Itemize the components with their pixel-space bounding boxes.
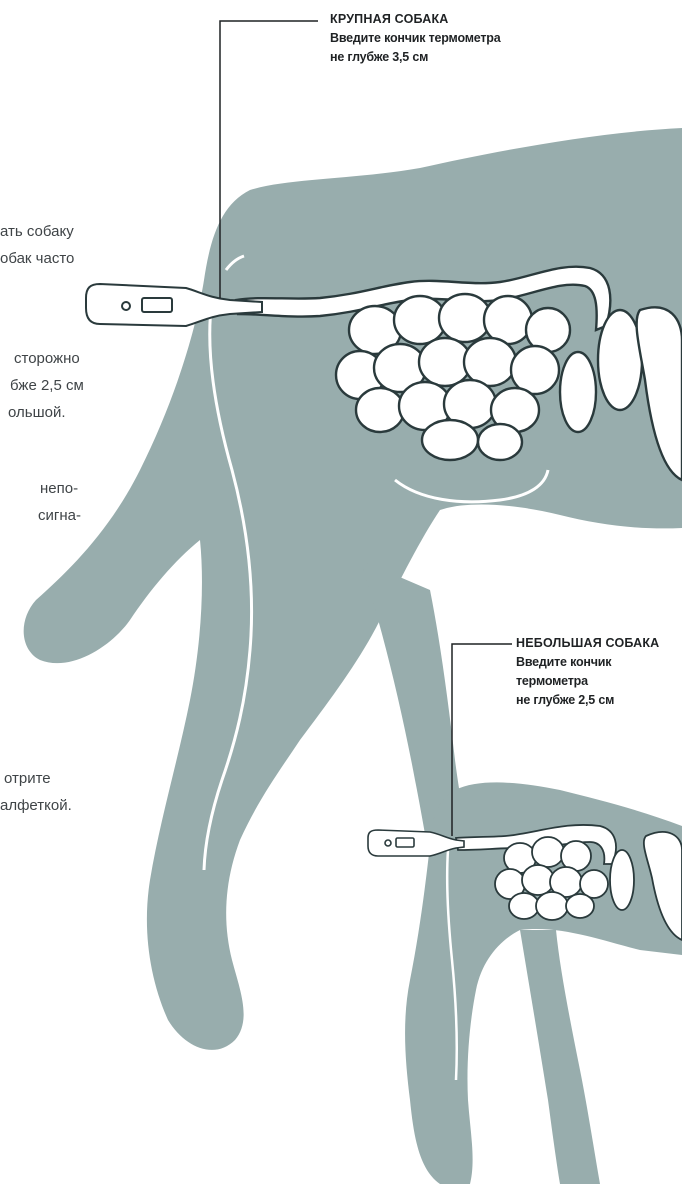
small-dog-callout-line3: не глубже 2,5 см	[516, 691, 659, 710]
small-dog-callout-title: НЕБОЛЬШАЯ СОБАКА	[516, 634, 659, 653]
body-text-block-4: отрите алфеткой.	[0, 765, 72, 819]
body-text-block-1: ать собаку обак часто	[0, 218, 74, 272]
large-dog-callout-line2: не глубже 3,5 см	[330, 48, 500, 67]
body-text-block-2: сторожно бже 2,5 см ольшой.	[0, 345, 84, 426]
body-text-block-3: непо- сигна-	[0, 475, 81, 529]
body-text-line: обак часто	[0, 245, 74, 272]
body-text-line: ать собаку	[0, 218, 74, 245]
small-dog-callout-line1: Введите кончик	[516, 653, 659, 672]
body-text-line: алфеткой.	[0, 792, 72, 819]
small-dog-callout: НЕБОЛЬШАЯ СОБАКА Введите кончик термомет…	[516, 634, 659, 710]
body-text-line: бже 2,5 см	[0, 372, 84, 399]
body-text-line: сигна-	[0, 502, 81, 529]
body-text-line: непо-	[0, 475, 81, 502]
large-dog-callout: КРУПНАЯ СОБАКА Введите кончик термометра…	[330, 10, 500, 67]
body-text-line: отрите	[0, 765, 72, 792]
small-dog-rear-leg	[520, 930, 600, 1184]
body-text-line: ольшой.	[0, 399, 84, 426]
small-dog-callout-line2: термометра	[516, 672, 659, 691]
body-text-line: сторожно	[0, 345, 84, 372]
large-dog-callout-title: КРУПНАЯ СОБАКА	[330, 10, 500, 29]
large-dog-callout-line1: Введите кончик термометра	[330, 29, 500, 48]
